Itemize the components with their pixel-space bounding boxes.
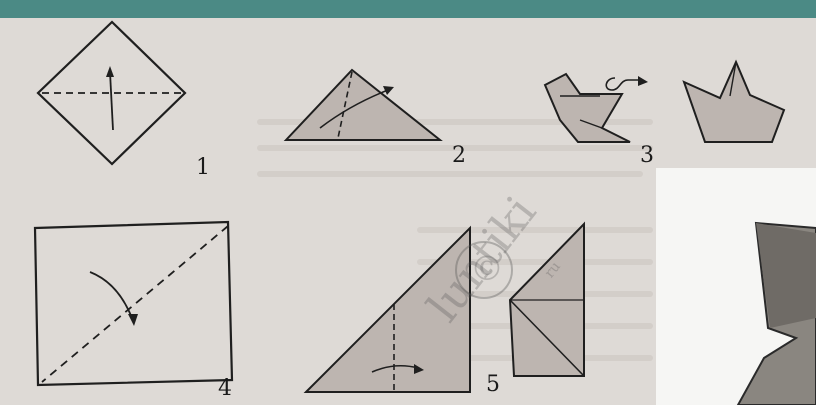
turn-over-arrow-icon (605, 77, 640, 91)
arrow-head (106, 66, 114, 77)
step-5-diagram (303, 221, 585, 393)
arrow-head (638, 76, 648, 86)
step-2-diagram (283, 68, 443, 141)
figure-label-1: 1 (196, 155, 210, 180)
step-3-diagram (543, 59, 786, 143)
crease (579, 119, 603, 129)
triangle (283, 68, 443, 141)
fold-line (41, 225, 229, 383)
fold-line (337, 71, 353, 139)
figure-label-4: 4 (218, 376, 232, 401)
origami-photo-inset (656, 168, 816, 405)
origami-shadow (756, 223, 816, 328)
step-1-diagram (36, 20, 187, 166)
watermark-circle (455, 241, 513, 299)
fold-arrow (109, 71, 114, 131)
header-bar (0, 0, 816, 18)
tall-triangle (303, 225, 471, 393)
folded-shape-left (543, 72, 631, 143)
figure-label-2: 2 (452, 143, 466, 168)
crease (729, 61, 737, 97)
square-diamond (36, 20, 187, 166)
arrow-head (414, 364, 424, 374)
fold-arrow (319, 89, 389, 129)
crease (509, 299, 585, 377)
figure-label-5: 5 (486, 372, 500, 397)
arrow-head (128, 314, 138, 326)
fold-arrow (89, 271, 133, 319)
watermark-copyright: © (470, 249, 504, 289)
folded-shape-right (682, 59, 786, 143)
origami-photo (736, 221, 816, 405)
arrow-head (383, 86, 394, 95)
figure-label-3: 3 (640, 143, 654, 168)
square (33, 220, 234, 387)
step-4-diagram (33, 220, 234, 387)
